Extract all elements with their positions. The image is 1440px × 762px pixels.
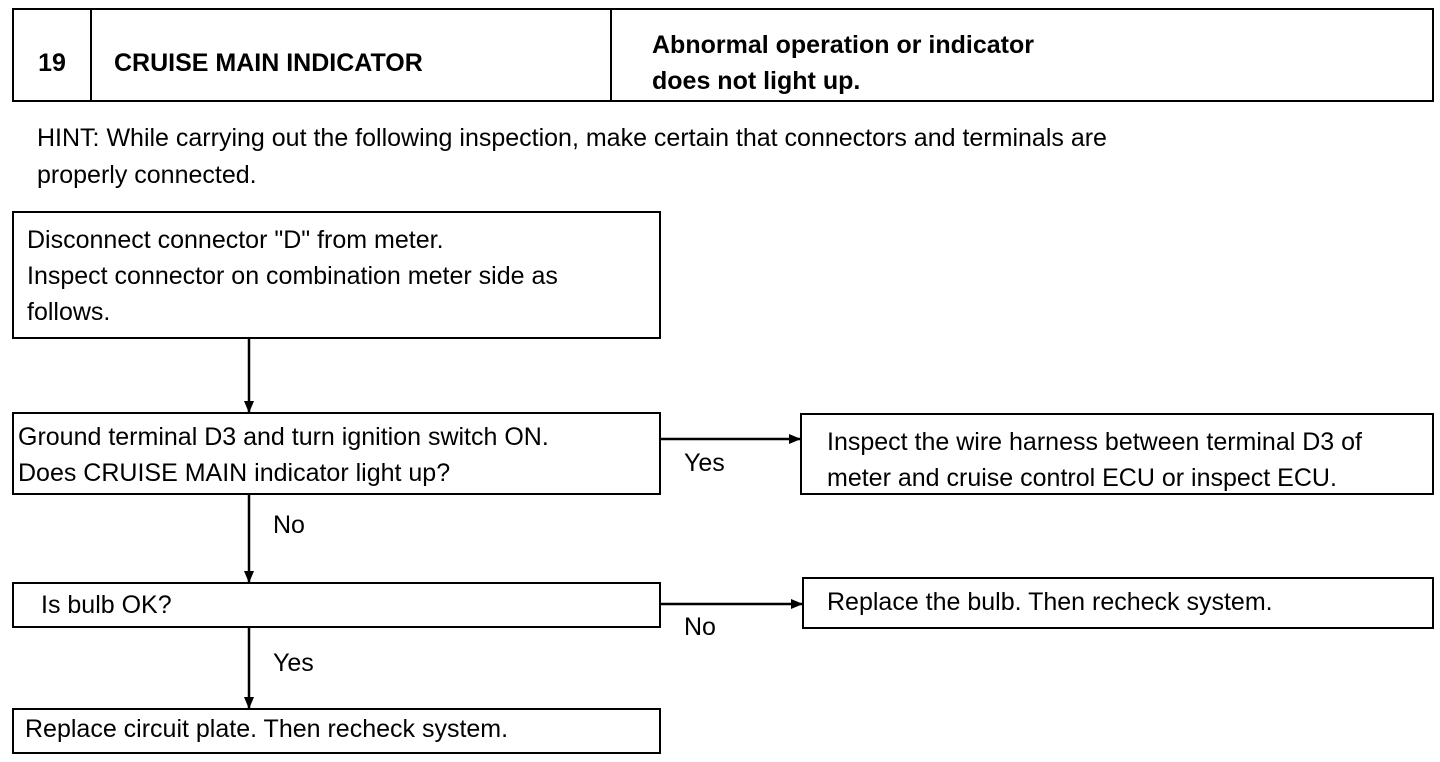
- header-symptom-line2: does not light up.: [652, 67, 861, 95]
- header-number-cell: 19: [14, 10, 92, 100]
- result-no-text: Replace the bulb. Then recheck system.: [827, 588, 1273, 616]
- step2-line2: Does CRUISE MAIN indicator light up?: [18, 459, 451, 487]
- result-yes-line1: Inspect the wire harness between termina…: [827, 428, 1362, 456]
- header-title: CRUISE MAIN INDICATOR: [114, 49, 423, 77]
- header-symptom-cell: Abnormal operation or indicator does not…: [612, 10, 1432, 100]
- step2-line1: Ground terminal D3 and turn ignition swi…: [18, 423, 549, 451]
- step1-line3: follows.: [27, 298, 111, 326]
- result-yes-box: Inspect the wire harness between termina…: [800, 413, 1434, 495]
- final-result-box: Replace circuit plate. Then recheck syst…: [12, 708, 661, 754]
- step2-box: Ground terminal D3 and turn ignition swi…: [12, 412, 661, 495]
- label-yes-step3: Yes: [273, 649, 314, 677]
- label-yes-step2: Yes: [684, 449, 725, 477]
- header-table: 19 CRUISE MAIN INDICATOR Abnormal operat…: [12, 8, 1434, 102]
- step1-line2: Inspect connector on combination meter s…: [27, 262, 558, 290]
- label-no-step2: No: [273, 511, 305, 539]
- step1-line1: Disconnect connector "D" from meter.: [27, 226, 444, 254]
- hint-line2: properly connected.: [37, 161, 257, 189]
- result-no-box: Replace the bulb. Then recheck system.: [802, 577, 1434, 629]
- step3-box: Is bulb OK?: [12, 582, 661, 628]
- header-title-cell: CRUISE MAIN INDICATOR: [92, 10, 612, 100]
- result-yes-line2: meter and cruise control ECU or inspect …: [827, 464, 1337, 492]
- step1-box: Disconnect connector "D" from meter. Ins…: [12, 211, 661, 339]
- header-symptom-line1: Abnormal operation or indicator: [652, 31, 1034, 59]
- final-result-text: Replace circuit plate. Then recheck syst…: [25, 715, 509, 743]
- hint-line1: HINT: While carrying out the following i…: [37, 124, 1107, 152]
- step3-text: Is bulb OK?: [41, 591, 172, 619]
- label-no-step3: No: [684, 613, 716, 641]
- header-number: 19: [38, 49, 66, 77]
